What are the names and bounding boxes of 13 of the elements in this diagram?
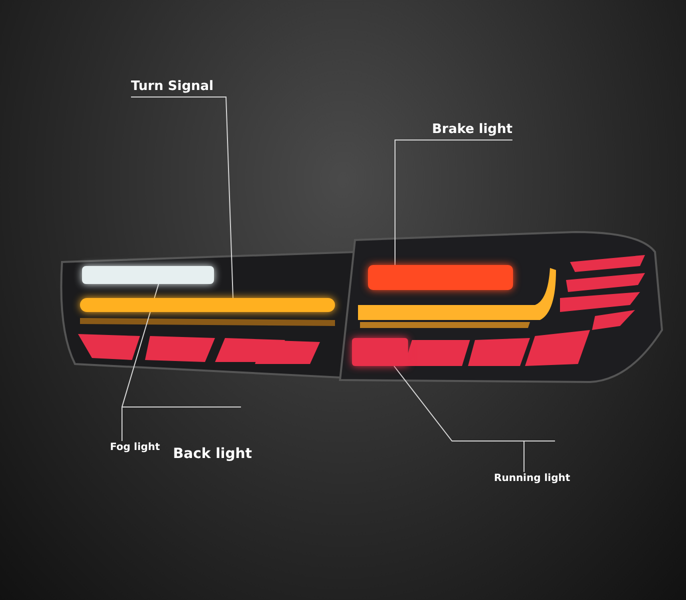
callout-label: Brake light	[432, 122, 512, 137]
leader-line	[130, 96, 234, 298]
lamp-strip	[352, 338, 408, 366]
leader-line	[394, 366, 556, 472]
callout-label: Turn Signal	[131, 79, 214, 94]
callout-label: Running light	[494, 473, 570, 484]
callout-label: Fog light	[110, 442, 160, 453]
lamp-strip	[80, 298, 335, 312]
lamp-strip	[368, 265, 513, 290]
callout-label: Back light	[173, 446, 252, 462]
leader-line	[122, 284, 242, 442]
lamp-strip	[82, 266, 214, 284]
leader-line	[394, 140, 513, 266]
